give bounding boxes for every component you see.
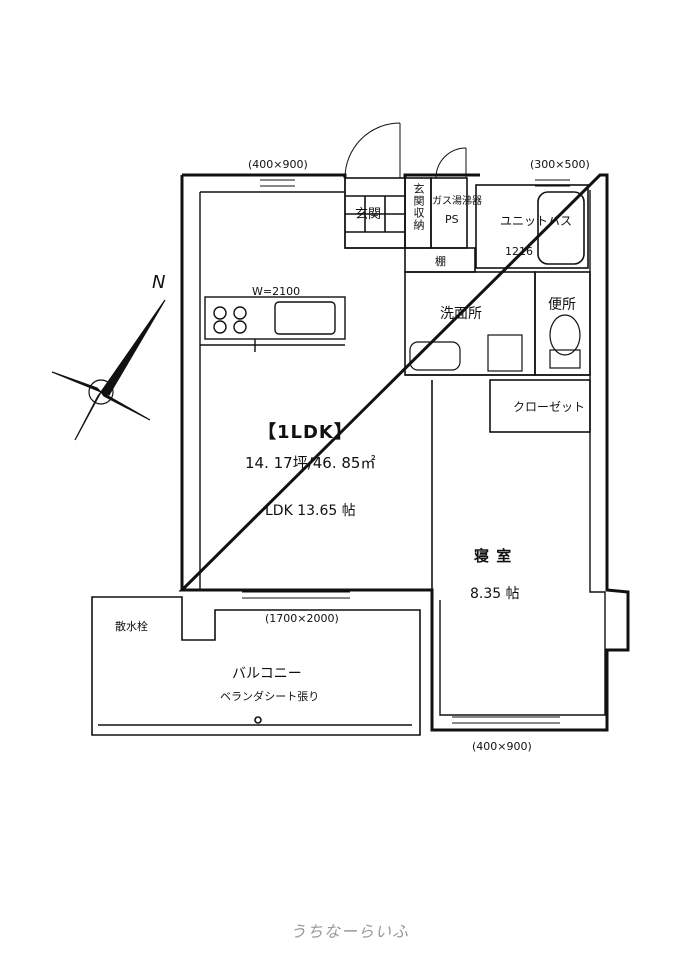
ldk-size-label: LDK 13.65 帖 — [265, 503, 356, 519]
sprinkler-label: 散水栓 — [115, 620, 148, 633]
kitchen-width-label: W=2100 — [252, 285, 301, 298]
unit-bath-size: 1216 — [505, 245, 533, 258]
bedroom-label: 寝 室 — [474, 547, 513, 565]
layout-title: 【1LDK】 — [258, 422, 353, 443]
area-label: 14. 17坪/46. 85㎡ — [245, 454, 376, 472]
window-balcony-size: (1700×2000) — [265, 612, 339, 625]
window-top-right-size: (300×500) — [530, 158, 590, 171]
doors — [344, 122, 467, 179]
kitchen-counter — [200, 296, 346, 352]
closet-label: クローゼット — [513, 400, 586, 414]
compass-icon — [51, 299, 166, 441]
fixtures — [409, 314, 581, 372]
shelf-label: 棚 — [435, 255, 446, 268]
ps-label: PS — [445, 213, 459, 226]
genkan-label: 玄関 — [355, 207, 382, 222]
balcony-label: バルコニー — [232, 666, 302, 682]
balcony-note-label: ベランダシート張り — [220, 690, 320, 703]
balcony — [91, 596, 421, 736]
toilet-label: 便所 — [548, 297, 576, 313]
genkan-storage-label: 玄関収納 — [412, 183, 425, 231]
unit-bath-label: ユニットバス — [500, 214, 573, 228]
service-rooms — [344, 177, 591, 590]
north-label: N — [152, 272, 166, 293]
inner-outline — [199, 175, 606, 716]
washroom-label: 洗面所 — [440, 306, 482, 322]
windows — [242, 179, 570, 724]
gas-heater-label: ガス湯沸器 — [432, 196, 482, 207]
window-top-left-size: (400×900) — [248, 158, 308, 171]
bedroom-size-label: 8.35 帖 — [470, 586, 520, 602]
window-bottom-size: (400×900) — [472, 740, 532, 753]
watermark: うちなーらいふ — [290, 922, 410, 941]
